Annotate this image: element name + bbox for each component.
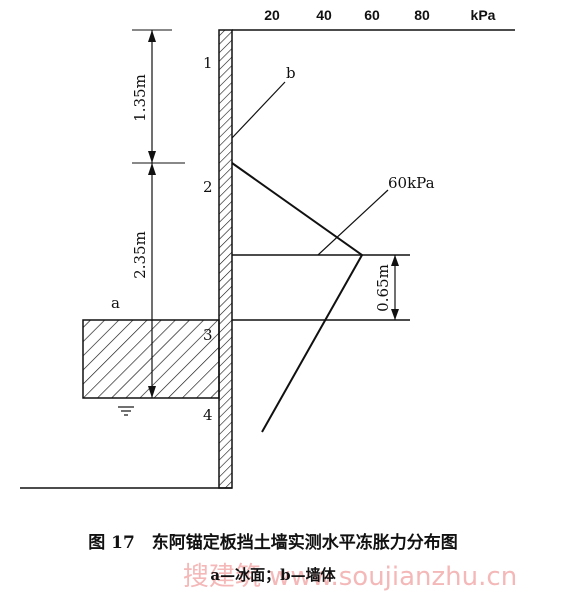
watermark: 搜建筑 www.soujianzhu.cn [183,562,517,592]
axis-tick-60: 60 [364,7,380,23]
point-label-4: 4 [203,406,213,424]
label-peak: 60kPa [388,174,435,192]
axis-tick-80: 80 [414,7,430,23]
axis-tick-40: 40 [316,7,332,23]
retaining-wall [218,29,233,489]
label-b: b [286,64,296,82]
ice-surface [82,319,220,399]
dimension-top: 1.35m [131,74,149,122]
leader-b [231,81,286,139]
label-a: a [111,294,120,312]
caption-title: 图 17 东阿锚定板挡土墙实测水平冻胀力分布图 [88,532,458,553]
pressure-curve [231,162,364,433]
dimension-right: 0.65m [374,264,392,312]
caption-legend: a—冰面；b—墙体 [210,566,336,584]
axis-unit: kPa [471,7,496,23]
water-level-icon [118,406,134,416]
point-label-3: 3 [203,326,213,344]
axis-tick-20: 20 [264,7,280,23]
point-label-2: 2 [203,178,213,196]
dimension-middle: 2.35m [131,231,149,279]
point-label-1: 1 [203,54,213,72]
leader-peak [317,189,389,256]
